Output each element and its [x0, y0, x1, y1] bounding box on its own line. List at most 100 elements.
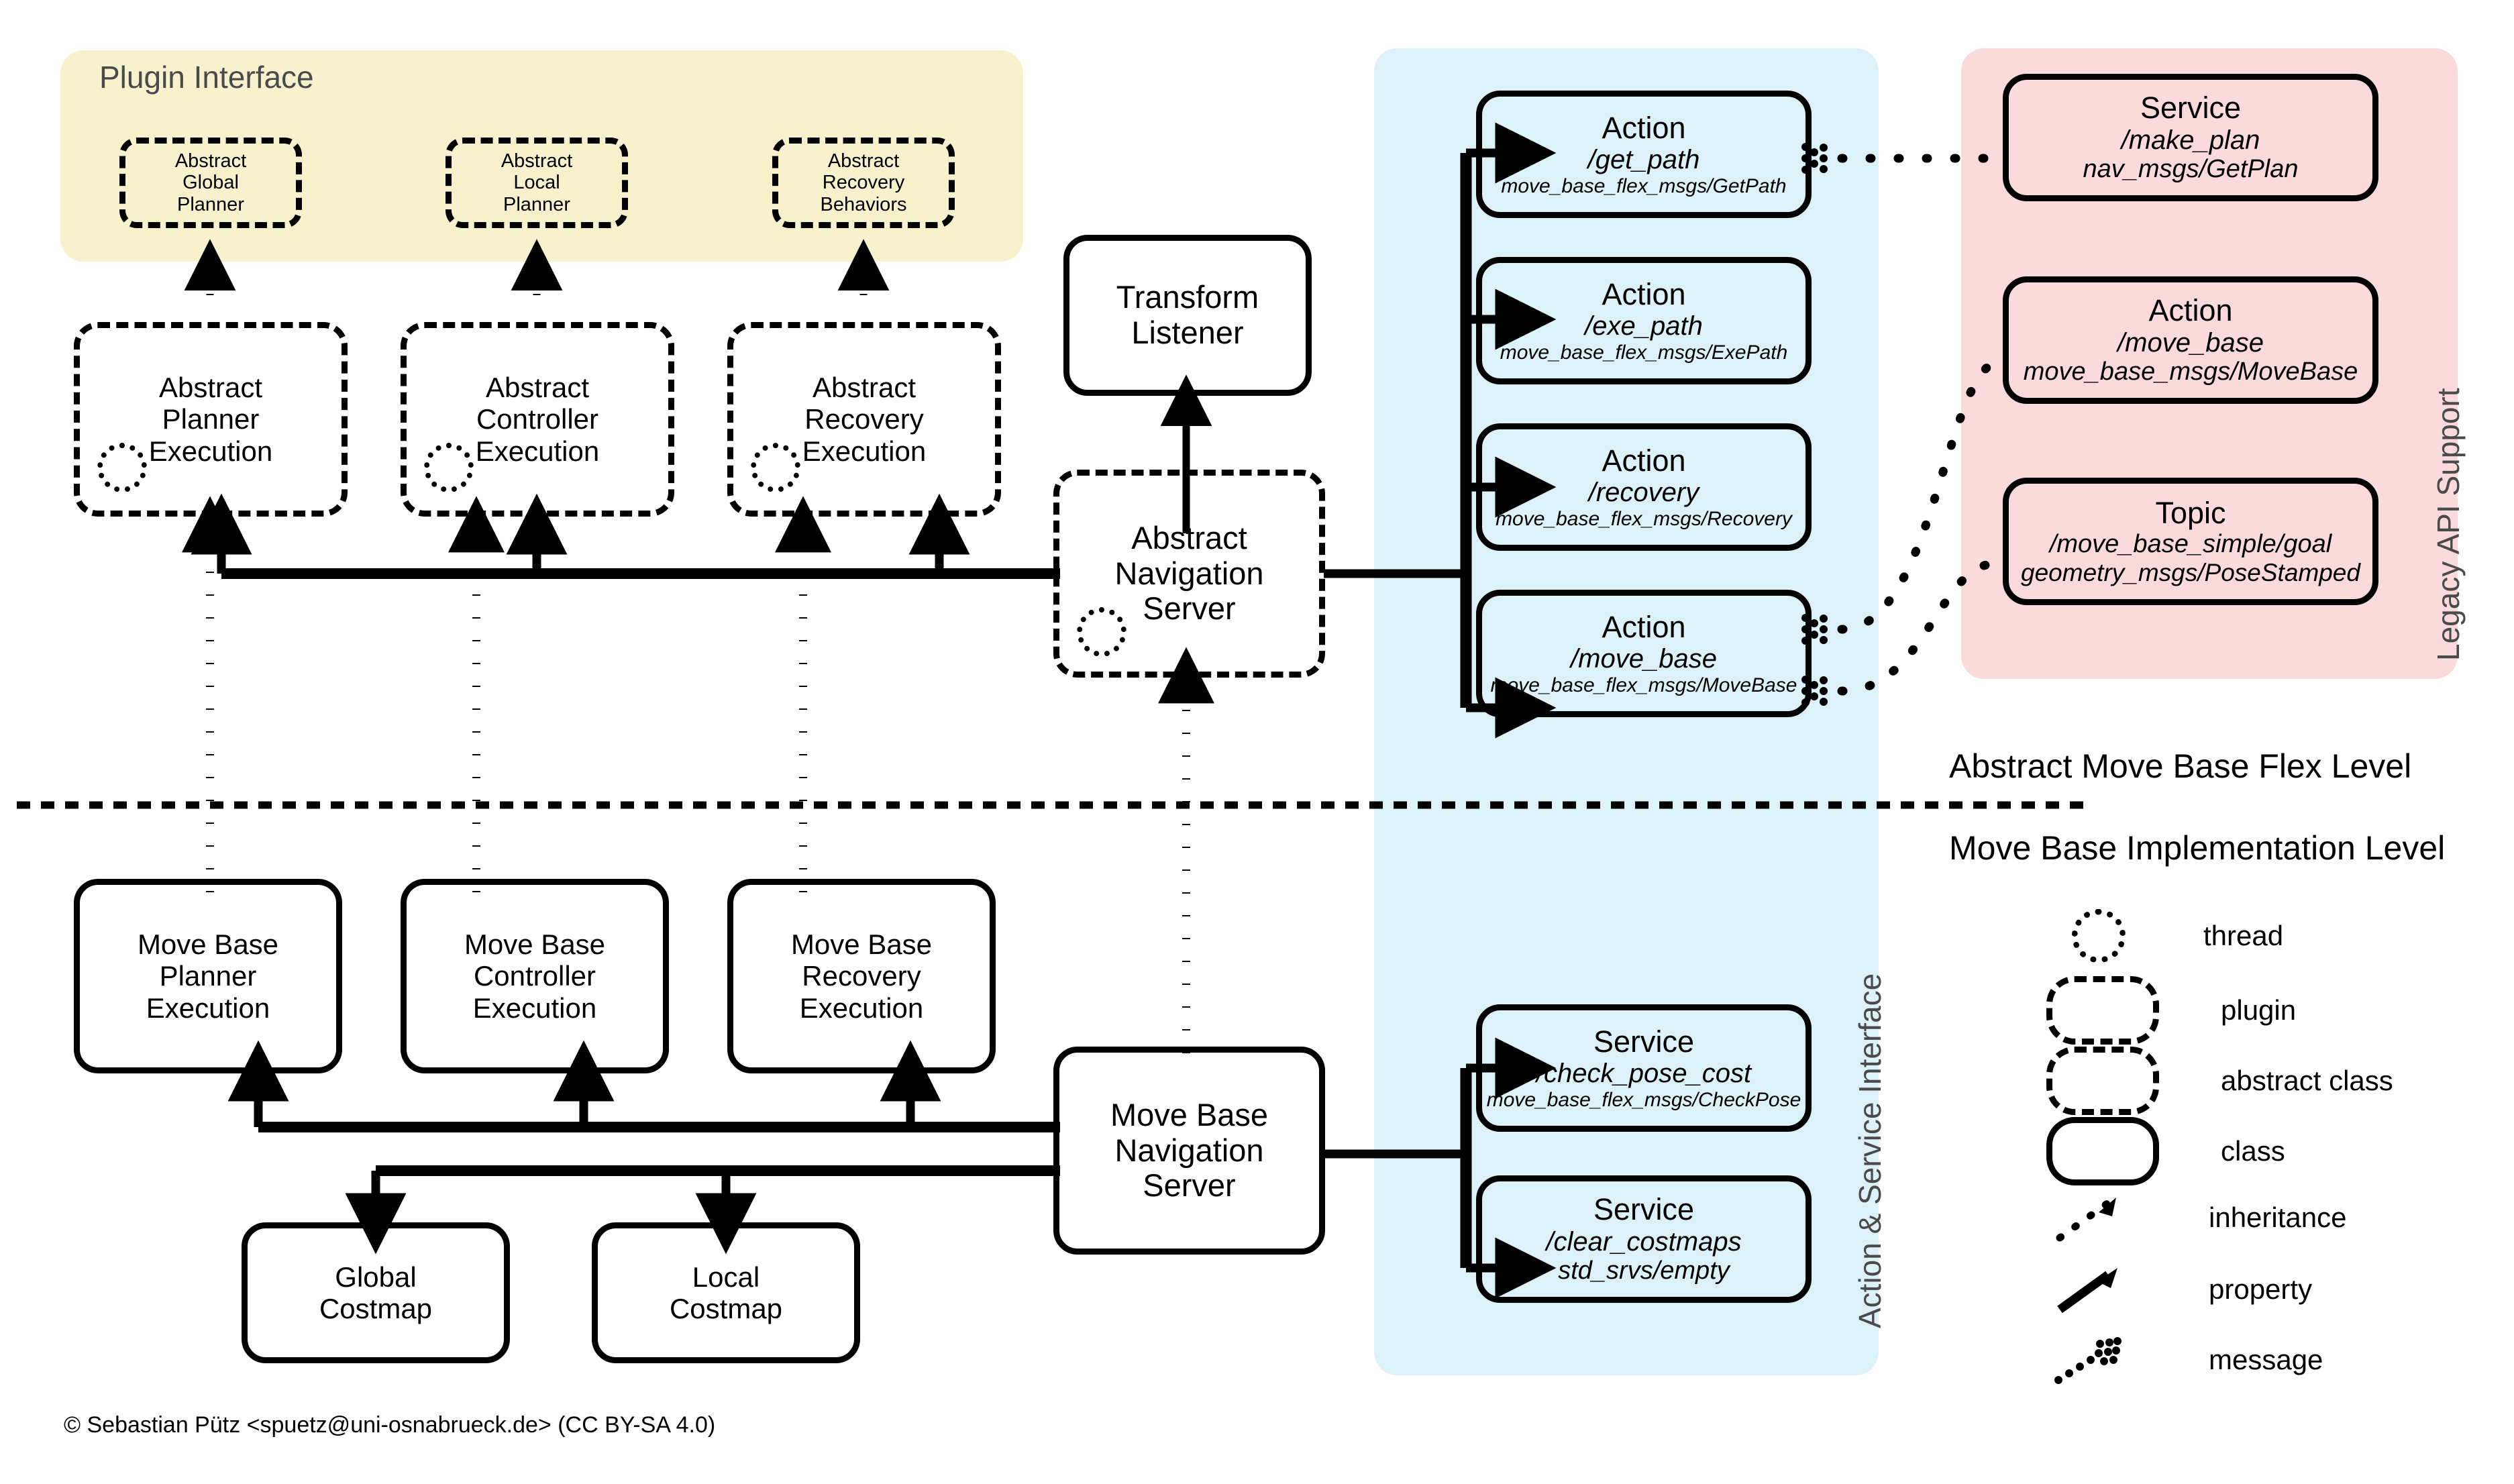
action-kind: Action — [1602, 443, 1686, 478]
action-kind: Action — [1602, 110, 1686, 145]
thread-icon — [97, 443, 147, 492]
level-label-implementation: Move Base Implementation Level — [1949, 829, 2446, 867]
message-arrow-icon — [2054, 1337, 2122, 1384]
plugin-abstract-global-planner[interactable]: Abstract Global Planner — [119, 138, 302, 228]
action-type: move_base_flex_msgs/Recovery — [1496, 507, 1792, 530]
action-name: /move_base — [1571, 644, 1717, 674]
legacy-topic-move-base-simple-goal[interactable]: Topic /move_base_simple/goal geometry_ms… — [2003, 478, 2378, 605]
service-kind: Service — [1593, 1024, 1695, 1059]
node-line: Recovery — [804, 403, 924, 435]
legacy-name: /make_plan — [2121, 125, 2260, 155]
service-check-pose-cost[interactable]: Service /check_pose_cost move_base_flex_… — [1476, 1004, 1812, 1132]
legend-label: class — [2221, 1135, 2285, 1167]
thread-icon — [2072, 909, 2126, 963]
legacy-action-move-base[interactable]: Action /move_base move_base_msgs/MoveBas… — [2003, 276, 2378, 404]
global-costmap[interactable]: Global Costmap — [242, 1222, 510, 1363]
node-line: Local — [692, 1261, 760, 1293]
legend: thread plugin abstract class class inher… — [2046, 909, 2462, 1392]
action-recovery[interactable]: Action /recovery move_base_flex_msgs/Rec… — [1476, 423, 1812, 551]
service-type: std_srvs/empty — [1558, 1257, 1730, 1285]
service-name: /check_pose_cost — [1536, 1059, 1752, 1088]
node-line: Server — [1143, 590, 1236, 627]
legacy-type: geometry_msgs/PoseStamped — [2021, 558, 2360, 586]
action-kind: Action — [1602, 609, 1686, 644]
legend-label: inheritance — [2209, 1202, 2347, 1233]
move-base-planner-execution[interactable]: Move Base Planner Execution — [74, 879, 342, 1073]
node-line: Execution — [475, 435, 600, 467]
service-name: /clear_costmaps — [1546, 1226, 1742, 1257]
plugin-icon — [2046, 976, 2159, 1045]
node-line: Execution — [799, 992, 924, 1024]
legend-label: property — [2209, 1273, 2313, 1305]
service-type: move_base_flex_msgs/CheckPose — [1486, 1088, 1801, 1111]
legend-label: plugin — [2221, 994, 2297, 1026]
legacy-service-make-plan[interactable]: Service /make_plan nav_msgs/GetPlan — [2003, 74, 2378, 201]
node-line: Behaviors — [820, 193, 907, 215]
node-line: Listener — [1131, 315, 1244, 350]
node-line: Recovery — [802, 960, 921, 992]
legend-label: message — [2209, 1344, 2323, 1375]
node-line: Planner — [159, 960, 257, 992]
local-costmap[interactable]: Local Costmap — [592, 1222, 860, 1363]
action-name: /exe_path — [1585, 311, 1703, 341]
legacy-kind: Action — [2148, 293, 2233, 328]
action-get-path[interactable]: Action /get_path move_base_flex_msgs/Get… — [1476, 91, 1812, 218]
move-base-controller-execution[interactable]: Move Base Controller Execution — [401, 879, 669, 1073]
node-line: Costmap — [669, 1293, 783, 1324]
abstract-controller-execution[interactable]: Abstract Controller Execution — [401, 322, 674, 517]
node-line: Execution — [148, 435, 273, 467]
action-move-base[interactable]: Action /move_base move_base_flex_msgs/Mo… — [1476, 590, 1812, 717]
legacy-kind: Service — [2140, 91, 2242, 125]
node-line: Planner — [177, 193, 244, 215]
legend-row-class: class — [2046, 1117, 2285, 1185]
legacy-type: move_base_msgs/MoveBase — [2023, 358, 2358, 386]
legacy-kind: Topic — [2155, 495, 2226, 530]
service-kind: Service — [1593, 1192, 1695, 1227]
node-line: Move Base — [464, 929, 606, 961]
abstract-class-icon — [2046, 1047, 2159, 1115]
node-line: Controller — [476, 403, 599, 435]
legend-row-message: message — [2046, 1332, 2323, 1388]
panel-action-service-interface-title: Action & Service Interface — [1852, 973, 1887, 1328]
action-kind: Action — [1602, 276, 1686, 311]
node-line: Transform — [1116, 279, 1259, 315]
move-base-navigation-server[interactable]: Move Base Navigation Server — [1053, 1047, 1325, 1255]
node-line: Recovery — [822, 172, 905, 194]
move-base-recovery-execution[interactable]: Move Base Recovery Execution — [727, 879, 996, 1073]
action-exe-path[interactable]: Action /exe_path move_base_flex_msgs/Exe… — [1476, 257, 1812, 384]
legend-label: abstract class — [2221, 1065, 2393, 1096]
inheritance-arrow-icon — [2056, 1198, 2116, 1242]
transform-listener[interactable]: Transform Listener — [1063, 235, 1312, 396]
node-line: Navigation — [1114, 555, 1264, 591]
node-line: Costmap — [319, 1293, 433, 1324]
abstract-planner-execution[interactable]: Abstract Planner Execution — [74, 322, 348, 517]
legacy-type: nav_msgs/GetPlan — [2083, 155, 2299, 184]
property-arrow-icon — [2057, 1268, 2117, 1314]
class-icon — [2046, 1117, 2159, 1185]
legend-row-thread: thread — [2046, 909, 2283, 963]
node-line: Execution — [802, 435, 927, 467]
abstract-navigation-server[interactable]: Abstract Navigation Server — [1053, 470, 1325, 678]
thread-icon — [1077, 607, 1127, 657]
node-line: Abstract — [158, 372, 263, 404]
node-line: Global — [335, 1261, 417, 1293]
node-line: Execution — [146, 992, 270, 1024]
legend-row-plugin: plugin — [2046, 976, 2296, 1045]
action-type: move_base_flex_msgs/ExePath — [1500, 341, 1788, 364]
plugin-abstract-local-planner[interactable]: Abstract Local Planner — [446, 138, 628, 228]
action-name: /recovery — [1588, 478, 1699, 507]
service-clear-costmaps[interactable]: Service /clear_costmaps std_srvs/empty — [1476, 1175, 1812, 1303]
plugin-abstract-recovery-behaviors[interactable]: Abstract Recovery Behaviors — [772, 138, 955, 228]
node-line: Move Base — [1110, 1097, 1269, 1133]
panel-plugin-interface-title: Plugin Interface — [99, 60, 314, 95]
node-line: Server — [1143, 1167, 1236, 1204]
node-line: Move Base — [790, 929, 933, 961]
node-line: Abstract — [827, 150, 900, 172]
node-line: Abstract — [812, 372, 916, 404]
node-line: Global — [182, 172, 239, 194]
legacy-name: /move_base_simple/goal — [2049, 530, 2332, 559]
abstract-recovery-execution[interactable]: Abstract Recovery Execution — [727, 322, 1001, 517]
thread-icon — [424, 443, 474, 492]
node-line: Abstract — [501, 150, 573, 172]
